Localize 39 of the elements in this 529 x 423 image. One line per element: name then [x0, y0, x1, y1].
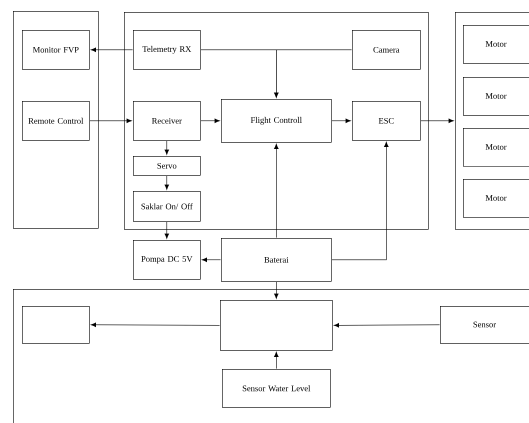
process-box: Flight Controll	[221, 99, 332, 143]
arrow	[200, 118, 220, 124]
process-box: Baterai	[221, 238, 332, 282]
arrow	[164, 176, 170, 190]
process-box: Receiver	[133, 101, 201, 141]
arrow	[90, 118, 132, 124]
process-box	[22, 306, 90, 344]
panel-box	[13, 289, 529, 423]
process-box: Motor	[463, 25, 529, 64]
arrow	[164, 222, 170, 239]
process-box: Motor	[463, 179, 529, 218]
process-box: Servo	[133, 156, 201, 176]
process-box: Monitor FVP	[22, 30, 90, 70]
arrow	[274, 144, 279, 238]
process-box: Camera	[352, 30, 421, 70]
arrow	[420, 118, 454, 124]
process-box: Telemetry RX	[133, 30, 201, 70]
panel-box	[124, 12, 429, 230]
process-box: ESC	[352, 101, 421, 141]
panel-box	[13, 11, 99, 229]
process-box: Sensor	[440, 306, 529, 344]
arrow	[332, 118, 351, 124]
arrow	[332, 142, 389, 260]
arrow	[334, 323, 440, 328]
process-box: Motor	[463, 77, 529, 116]
arrow	[164, 140, 170, 155]
process-box: Remote Control	[22, 101, 90, 141]
arrow	[274, 282, 279, 299]
arrow	[200, 50, 279, 98]
arrow	[202, 258, 221, 262]
process-box: Saklar On/ Off	[133, 191, 201, 222]
arrow	[90, 48, 133, 52]
arrow	[274, 352, 279, 369]
panel-box	[455, 12, 529, 230]
process-box: Pompa DC 5V	[133, 240, 201, 280]
process-box: Motor	[463, 128, 529, 167]
process-box: Sensor Water Level	[222, 369, 331, 408]
arrow	[90, 322, 220, 328]
process-box	[220, 300, 333, 351]
